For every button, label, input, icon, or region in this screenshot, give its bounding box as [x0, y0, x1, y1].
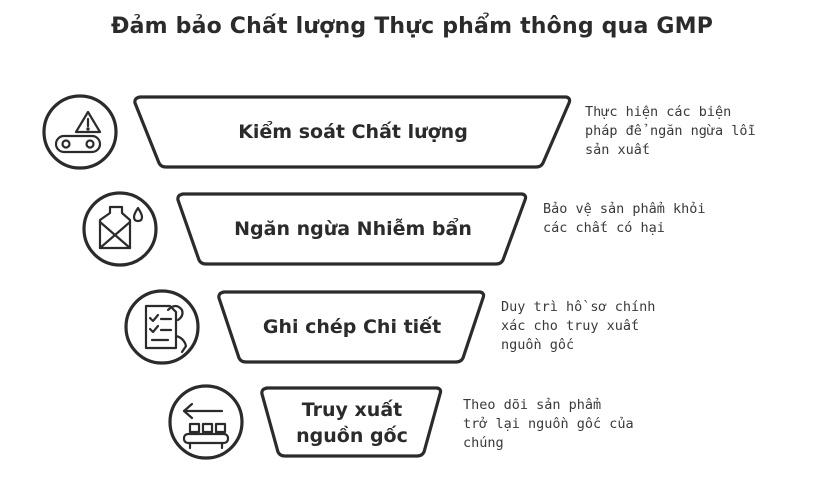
description-line: chúng [463, 435, 504, 451]
stage-description-3: Duy trì hồ sơ chính xác cho truy xuất ng… [501, 298, 655, 355]
description-line: Thực hiện các biện [585, 104, 732, 120]
stage-description-4: Theo dõi sản phẩm trở lại nguồn gốc của … [463, 396, 634, 453]
description-line: xác cho truy xuất [501, 318, 640, 334]
conveyor-warning-icon [54, 110, 102, 154]
stage-label-line: Truy xuất [301, 399, 403, 421]
description-line: Theo dõi sản phẩm [463, 397, 602, 413]
description-line: nguồn gốc [501, 337, 575, 353]
stage-label-line: nguồn gốc [296, 425, 408, 447]
description-line: Bảo vệ sản phẩm khỏi [543, 201, 706, 217]
stage-label-detailed-records: Ghi chép Chi tiết [262, 316, 442, 338]
checklist-document-icon [144, 304, 188, 354]
stage-label-contamination-prevention: Ngăn ngừa Nhiễm bẩn [234, 218, 472, 240]
icon-circle-4 [168, 384, 244, 460]
funnel-stage-4 [260, 386, 443, 458]
description-line: trở lại nguồn gốc của [463, 416, 634, 432]
traceback-conveyor-icon [182, 402, 230, 450]
page-title: Đảm bảo Chất lượng Thực phẩm thông qua G… [110, 14, 714, 39]
funnel-stage-1 [133, 95, 572, 169]
stage-description-1: Thực hiện các biện pháp để ngăn ngừa lỗi… [585, 103, 756, 160]
stage-label-traceability: Truy xuất nguồn gốc [272, 397, 432, 449]
description-line: pháp để ngăn ngừa lỗi [585, 123, 756, 139]
description-line: Duy trì hồ sơ chính [501, 299, 656, 315]
stage-description-2: Bảo vệ sản phẩm khỏi các chất có hại [543, 200, 706, 238]
icon-circle-2 [82, 191, 158, 267]
description-line: các chất có hại [543, 220, 665, 236]
funnel-stage-3 [217, 290, 486, 364]
description-line: sản xuất [585, 142, 651, 158]
funnel-stage-2 [176, 192, 528, 266]
icon-circle-3 [124, 289, 200, 365]
contaminated-bag-icon [98, 205, 144, 250]
stage-label-quality-control: Kiểm soát Chất lượng [238, 121, 468, 143]
